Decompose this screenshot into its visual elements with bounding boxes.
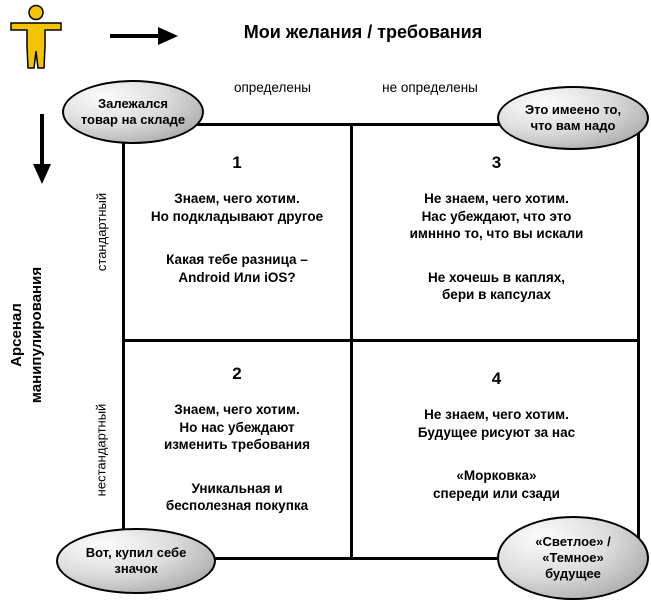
matrix-horizontal-divider	[122, 339, 640, 342]
quadrant-statement: Не знаем, чего хотим. Нас убеждают, что …	[409, 191, 584, 242]
row-label-standard: стандартный	[94, 192, 109, 272]
quadrant-example: «Морковка» спереди или сзади	[433, 468, 560, 501]
bubble-stale-goods: Залежался товар на складе	[62, 80, 204, 144]
quadrant-2: 2 Знаем, чего хотим. Но нас убеждают изм…	[124, 363, 350, 515]
quadrant-4: 4 Не знаем, чего хотим. Будущее рисуют з…	[353, 368, 640, 502]
bubble-bought-a-badge: Вот, купил себе значок	[56, 528, 216, 594]
quadrant-number: 2	[232, 364, 242, 383]
column-header-undefined: не определены	[382, 80, 478, 95]
down-arrow-icon	[33, 114, 51, 184]
right-arrow-icon	[110, 27, 178, 45]
quadrant-statement: Знаем, чего хотим. Но нас убеждают измен…	[163, 402, 310, 453]
quadrant-3: 3 Не знаем, чего хотим. Нас убеждают, чт…	[353, 152, 640, 304]
column-header-defined: определены	[233, 80, 312, 95]
row-label-nonstandard: нестандартный	[93, 403, 109, 497]
quadrant-example: Какая тебе разница – Android Или iOS?	[166, 252, 308, 285]
quadrant-1: 1 Знаем, чего хотим. Но подкладывают дру…	[124, 152, 350, 286]
quadrant-statement: Знаем, чего хотим. Но подкладывают друго…	[150, 191, 324, 224]
quadrant-number: 1	[232, 153, 242, 172]
left-axis-label: Арсенал манипулирования	[8, 266, 46, 404]
quadrant-number: 3	[491, 153, 502, 172]
quadrant-number: 4	[491, 369, 502, 388]
bubble-bright-dark-future: «Светлое» / «Темное» будущее	[497, 516, 649, 600]
person-icon	[10, 4, 62, 69]
quadrant-example: Не хочешь в каплях, бери в капсулах	[428, 269, 565, 303]
quadrant-example: Уникальная и бесполезная покупка	[165, 480, 309, 514]
quadrant-statement: Не знаем, чего хотим. Будущее рисуют за …	[417, 407, 576, 440]
bubble-exactly-what-you-need: Это имеено то, что вам надо	[497, 86, 649, 150]
diagram-title: Мои желания / требования	[243, 22, 483, 42]
